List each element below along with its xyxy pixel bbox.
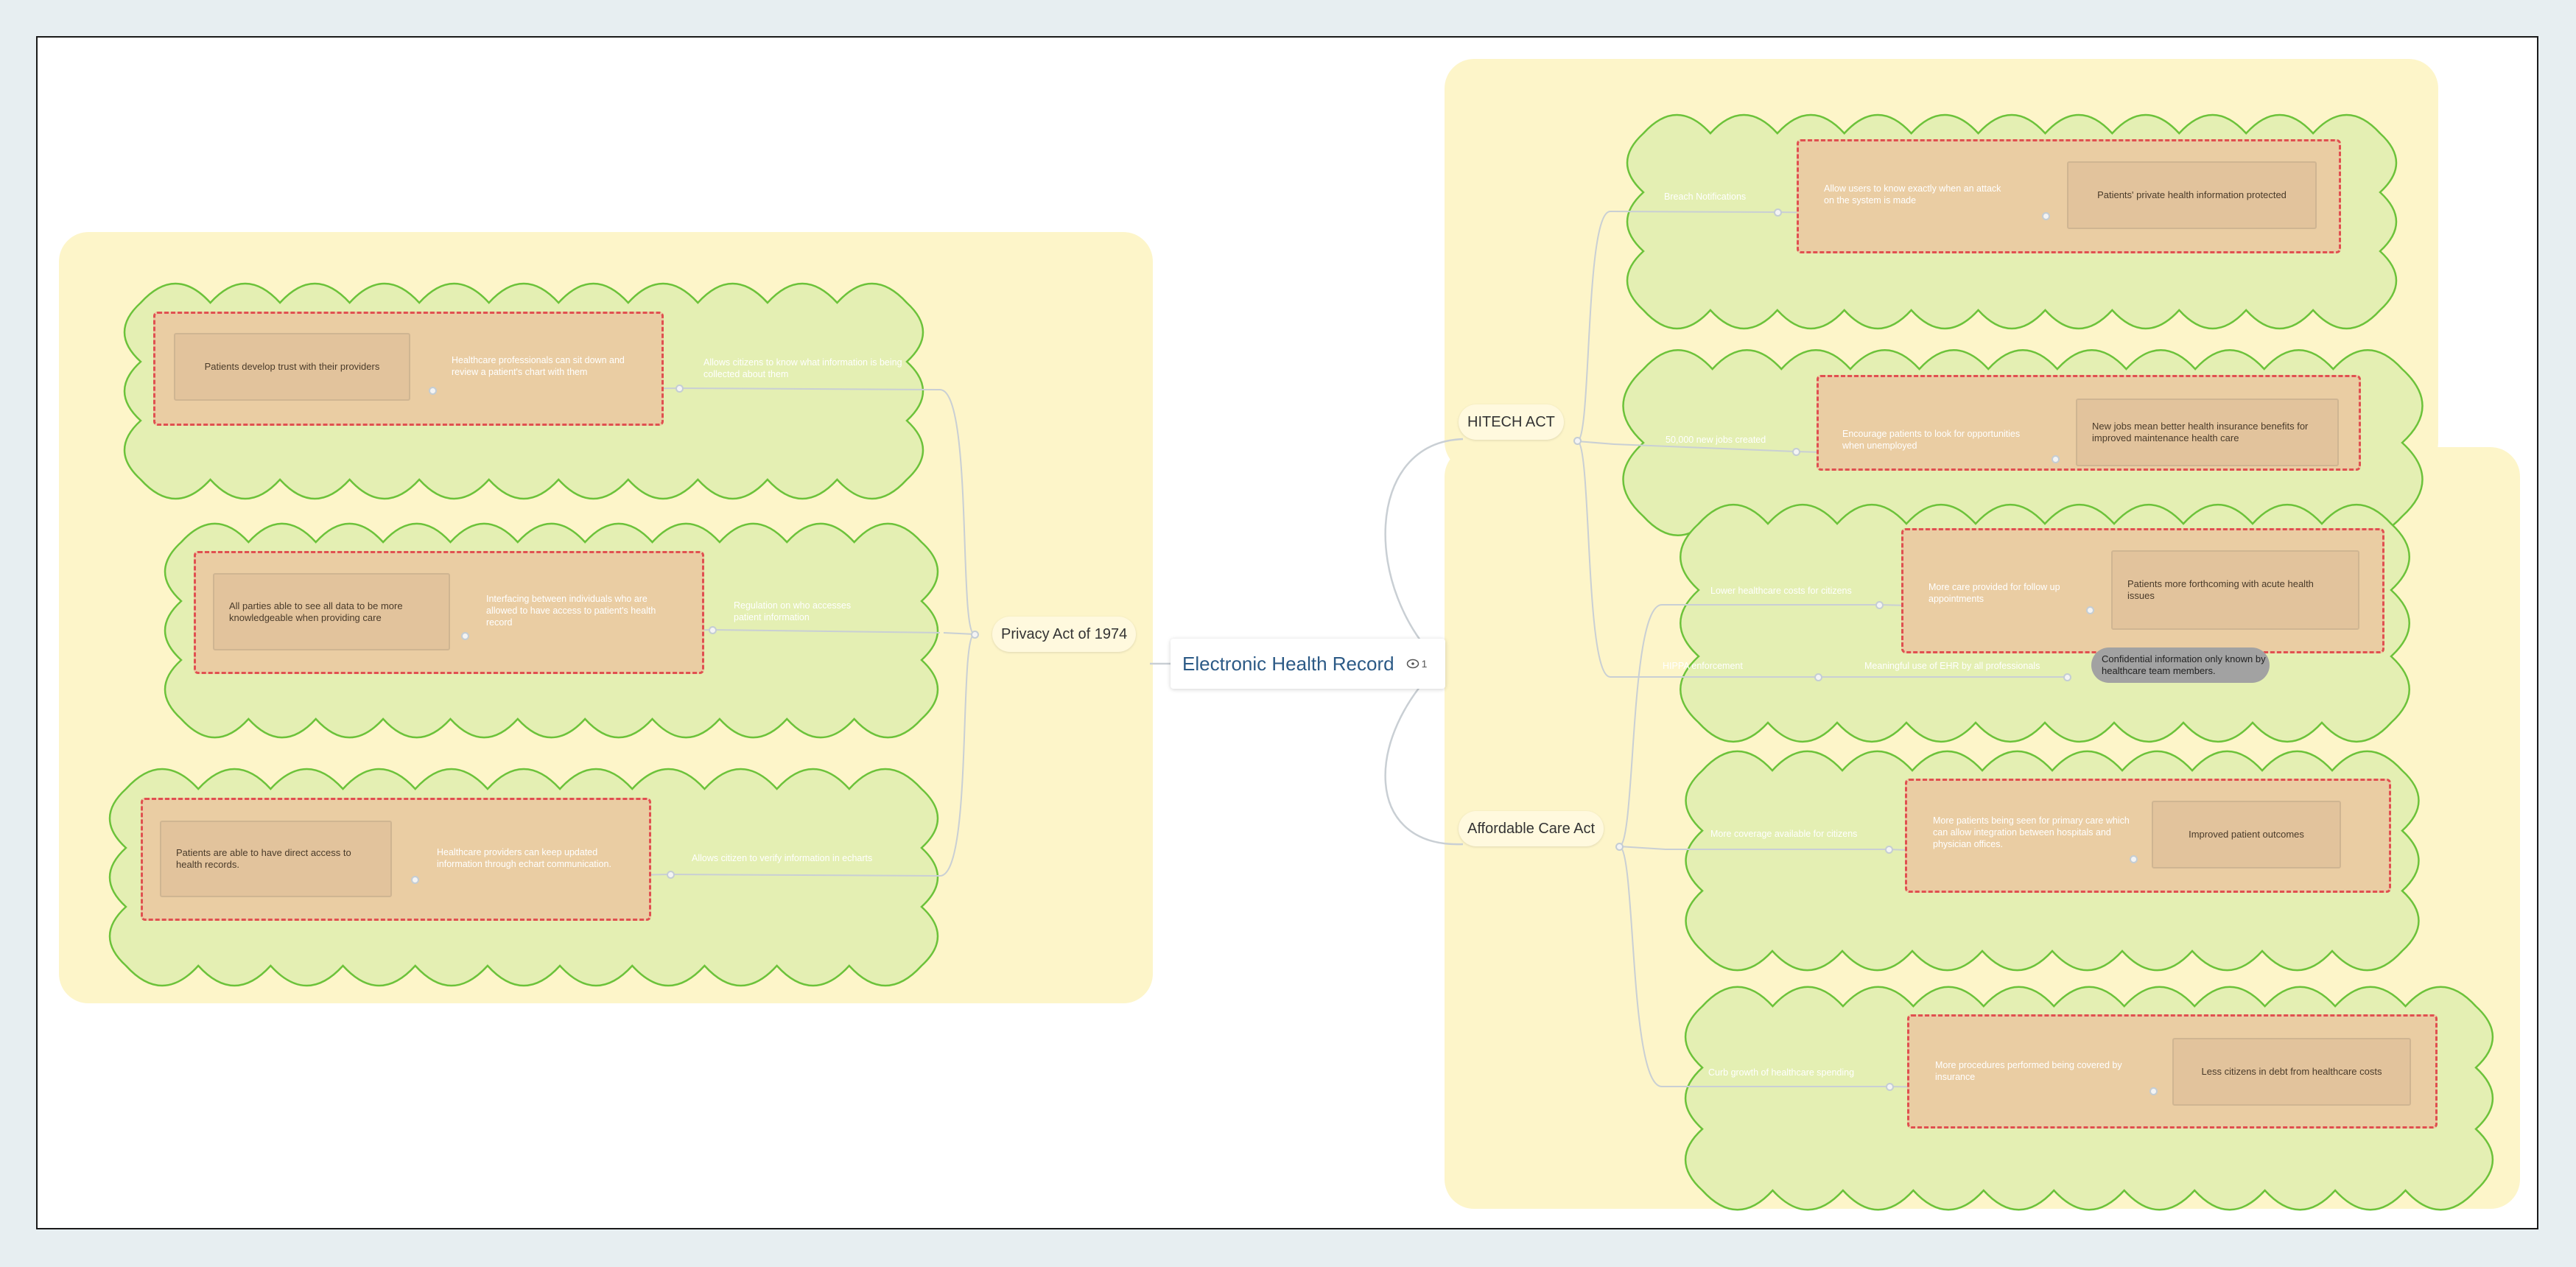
outcome-node[interactable]: New jobs mean better health insurance be… <box>2076 399 2339 466</box>
cause-node[interactable]: More procedures performed being covered … <box>1935 1060 2122 1082</box>
connector-line <box>939 389 975 635</box>
outcome-node[interactable]: All parties able to see all data to be m… <box>213 573 450 650</box>
junction-dot <box>1615 843 1624 851</box>
cause-node[interactable]: Healthcare professionals can sit down an… <box>452 355 625 377</box>
connector-line <box>939 634 975 877</box>
connector-line <box>678 387 941 390</box>
comment-count: 1 <box>1421 658 1428 670</box>
connector-line <box>1618 846 1666 850</box>
branch-label[interactable]: More coverage available for citizens <box>1710 829 1858 839</box>
junction-dot <box>2052 455 2060 463</box>
cause-node[interactable]: Encourage patients to look for opportuni… <box>1842 429 2021 451</box>
connector-line <box>1576 211 1611 442</box>
cause-node[interactable]: More care provided for follow up appoint… <box>1929 582 2060 604</box>
junction-dot <box>411 876 419 884</box>
topic-affordable-care-act[interactable]: Affordable Care Act <box>1459 811 1604 846</box>
junction-dot <box>667 871 675 879</box>
branch-label[interactable]: Allows citizens to know what information… <box>703 357 902 379</box>
outcome-node[interactable]: Patients' private health information pro… <box>2067 161 2317 229</box>
junction-dot <box>461 632 469 640</box>
connector-line <box>670 874 941 877</box>
cause-node[interactable]: Allow users to know exactly when an atta… <box>1824 183 2001 206</box>
connector-line <box>1576 441 1611 678</box>
junction-dot <box>675 385 684 393</box>
branch-label[interactable]: Regulation on who accesses patient infor… <box>734 600 852 622</box>
outcome-node[interactable]: Improved patient outcomes <box>2152 801 2341 868</box>
junction-dot <box>2086 606 2094 614</box>
connector-line <box>1613 443 1797 452</box>
junction-dot <box>1886 1083 1894 1091</box>
junction-dot <box>2149 1087 2158 1095</box>
outcome-node[interactable]: Less citizens in debt from healthcare co… <box>2172 1038 2411 1106</box>
branch-label[interactable]: Breach Notifications <box>1664 192 1747 202</box>
cause-node[interactable]: Interfacing between individuals who are … <box>486 594 656 628</box>
junction-dot <box>1885 846 1893 854</box>
cause-node[interactable]: More patients being seen for primary car… <box>1933 815 2130 849</box>
junction-dot <box>2130 855 2138 863</box>
outcome-node[interactable]: Patients more forthcoming with acute hea… <box>2111 550 2359 630</box>
connector-line <box>712 629 941 634</box>
mind-map-canvas: Patients develop trust with their provid… <box>36 36 2538 1229</box>
connector-line <box>1618 604 1663 847</box>
outcome-node[interactable]: Patients are able to have direct access … <box>160 821 392 897</box>
connector-line <box>1384 438 1464 664</box>
cause-node[interactable]: Meaningful use of EHR by all professiona… <box>1864 661 2040 671</box>
junction-dot <box>709 626 717 634</box>
junction-dot <box>1573 437 1582 445</box>
topic-hitech-act[interactable]: HITECH ACT <box>1459 404 1564 440</box>
connector-line <box>1576 441 1615 445</box>
branch-label[interactable]: Lower healthcare costs for citizens <box>1710 586 1852 596</box>
comment-icon <box>1406 659 1419 669</box>
outcome-node[interactable]: Confidential information only known by h… <box>2091 647 2270 683</box>
branch-label[interactable]: Curb growth of healthcare spending <box>1708 1067 1855 1078</box>
junction-dot <box>971 631 979 639</box>
topic-privacy-act[interactable]: Privacy Act of 1974 <box>992 617 1137 652</box>
junction-dot <box>1774 208 1782 217</box>
connector-line <box>1384 663 1464 846</box>
branch-label[interactable]: 50,000 new jobs created <box>1666 435 1766 445</box>
junction-dot <box>2042 212 2050 220</box>
connector-line <box>1618 846 1663 1087</box>
branch-label[interactable]: Allows citizen to verify information in … <box>692 853 873 863</box>
junction-dot <box>1875 601 1884 609</box>
outcome-node[interactable]: Patients develop trust with their provid… <box>174 333 410 401</box>
junction-dot <box>2063 673 2071 681</box>
junction-dot <box>1792 448 1800 456</box>
junction-dot <box>1814 673 1822 681</box>
junction-dot <box>429 387 437 395</box>
connector-line <box>943 632 975 635</box>
connector-line <box>1610 211 1778 213</box>
branch-label[interactable]: HIPPA enforcement <box>1663 661 1743 671</box>
central-topic[interactable]: Electronic Health Record 1 <box>1171 639 1445 689</box>
comment-badge[interactable]: 1 <box>1406 658 1428 670</box>
cause-node[interactable]: Healthcare providers can keep updated in… <box>437 847 611 869</box>
central-topic-title: Electronic Health Record <box>1182 652 1394 675</box>
